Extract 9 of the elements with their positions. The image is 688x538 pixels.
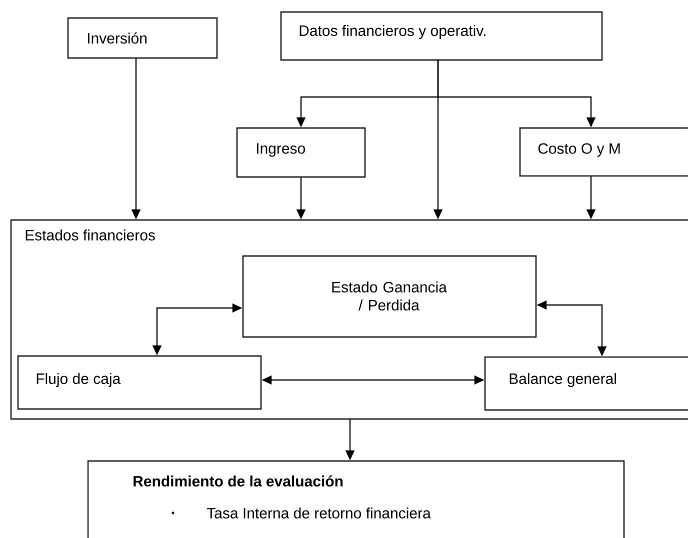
process-box: Ingreso [236, 127, 366, 178]
input-box: Inversión [67, 17, 218, 59]
statement-box: Flujo de caja [17, 355, 262, 410]
heading: Rendimiento de la evaluación [134, 475, 343, 487]
statement-box: Balance general [484, 356, 688, 411]
data-box: Datos financieros y operativ. [280, 11, 603, 61]
list-item: Tasa Interna de retorno financiera [206, 507, 431, 518]
process-box: Costo O y M [519, 127, 688, 177]
statement-box: Estado Ganancia / Perdida [242, 255, 537, 338]
